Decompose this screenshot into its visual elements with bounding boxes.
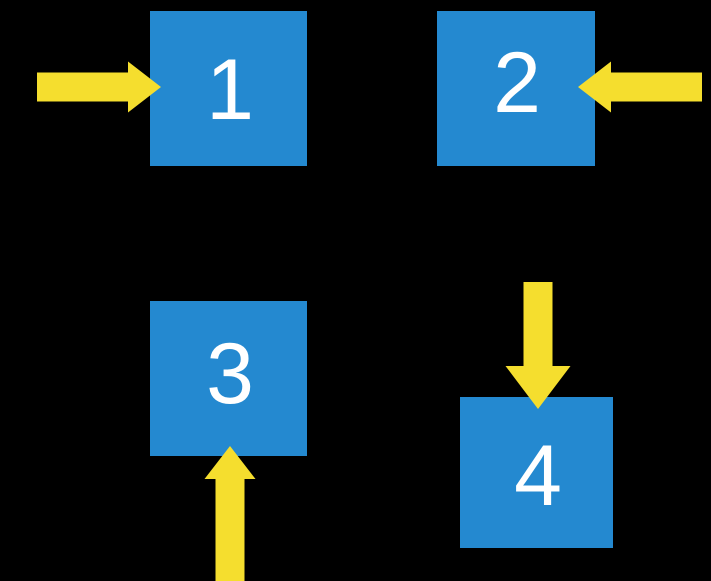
node-1-box[interactable] xyxy=(150,11,307,166)
node-4[interactable]: 4 xyxy=(460,397,613,548)
left-arrow-icon xyxy=(578,61,702,113)
right-arrow-icon xyxy=(37,61,161,113)
node-4-box[interactable] xyxy=(460,397,613,548)
node-4-label: 4 xyxy=(514,428,562,524)
node-3-label: 3 xyxy=(206,326,254,422)
node-2[interactable]: 2 xyxy=(437,11,595,166)
node-2-box[interactable] xyxy=(437,11,595,166)
down-arrow-icon xyxy=(505,282,571,409)
node-1[interactable]: 1 xyxy=(150,11,307,166)
node-3[interactable]: 3 xyxy=(150,301,307,456)
node-1-label: 1 xyxy=(206,42,254,138)
node-3-box[interactable] xyxy=(150,301,307,456)
up-arrow-icon xyxy=(204,446,256,581)
node-2-label: 2 xyxy=(493,35,541,131)
